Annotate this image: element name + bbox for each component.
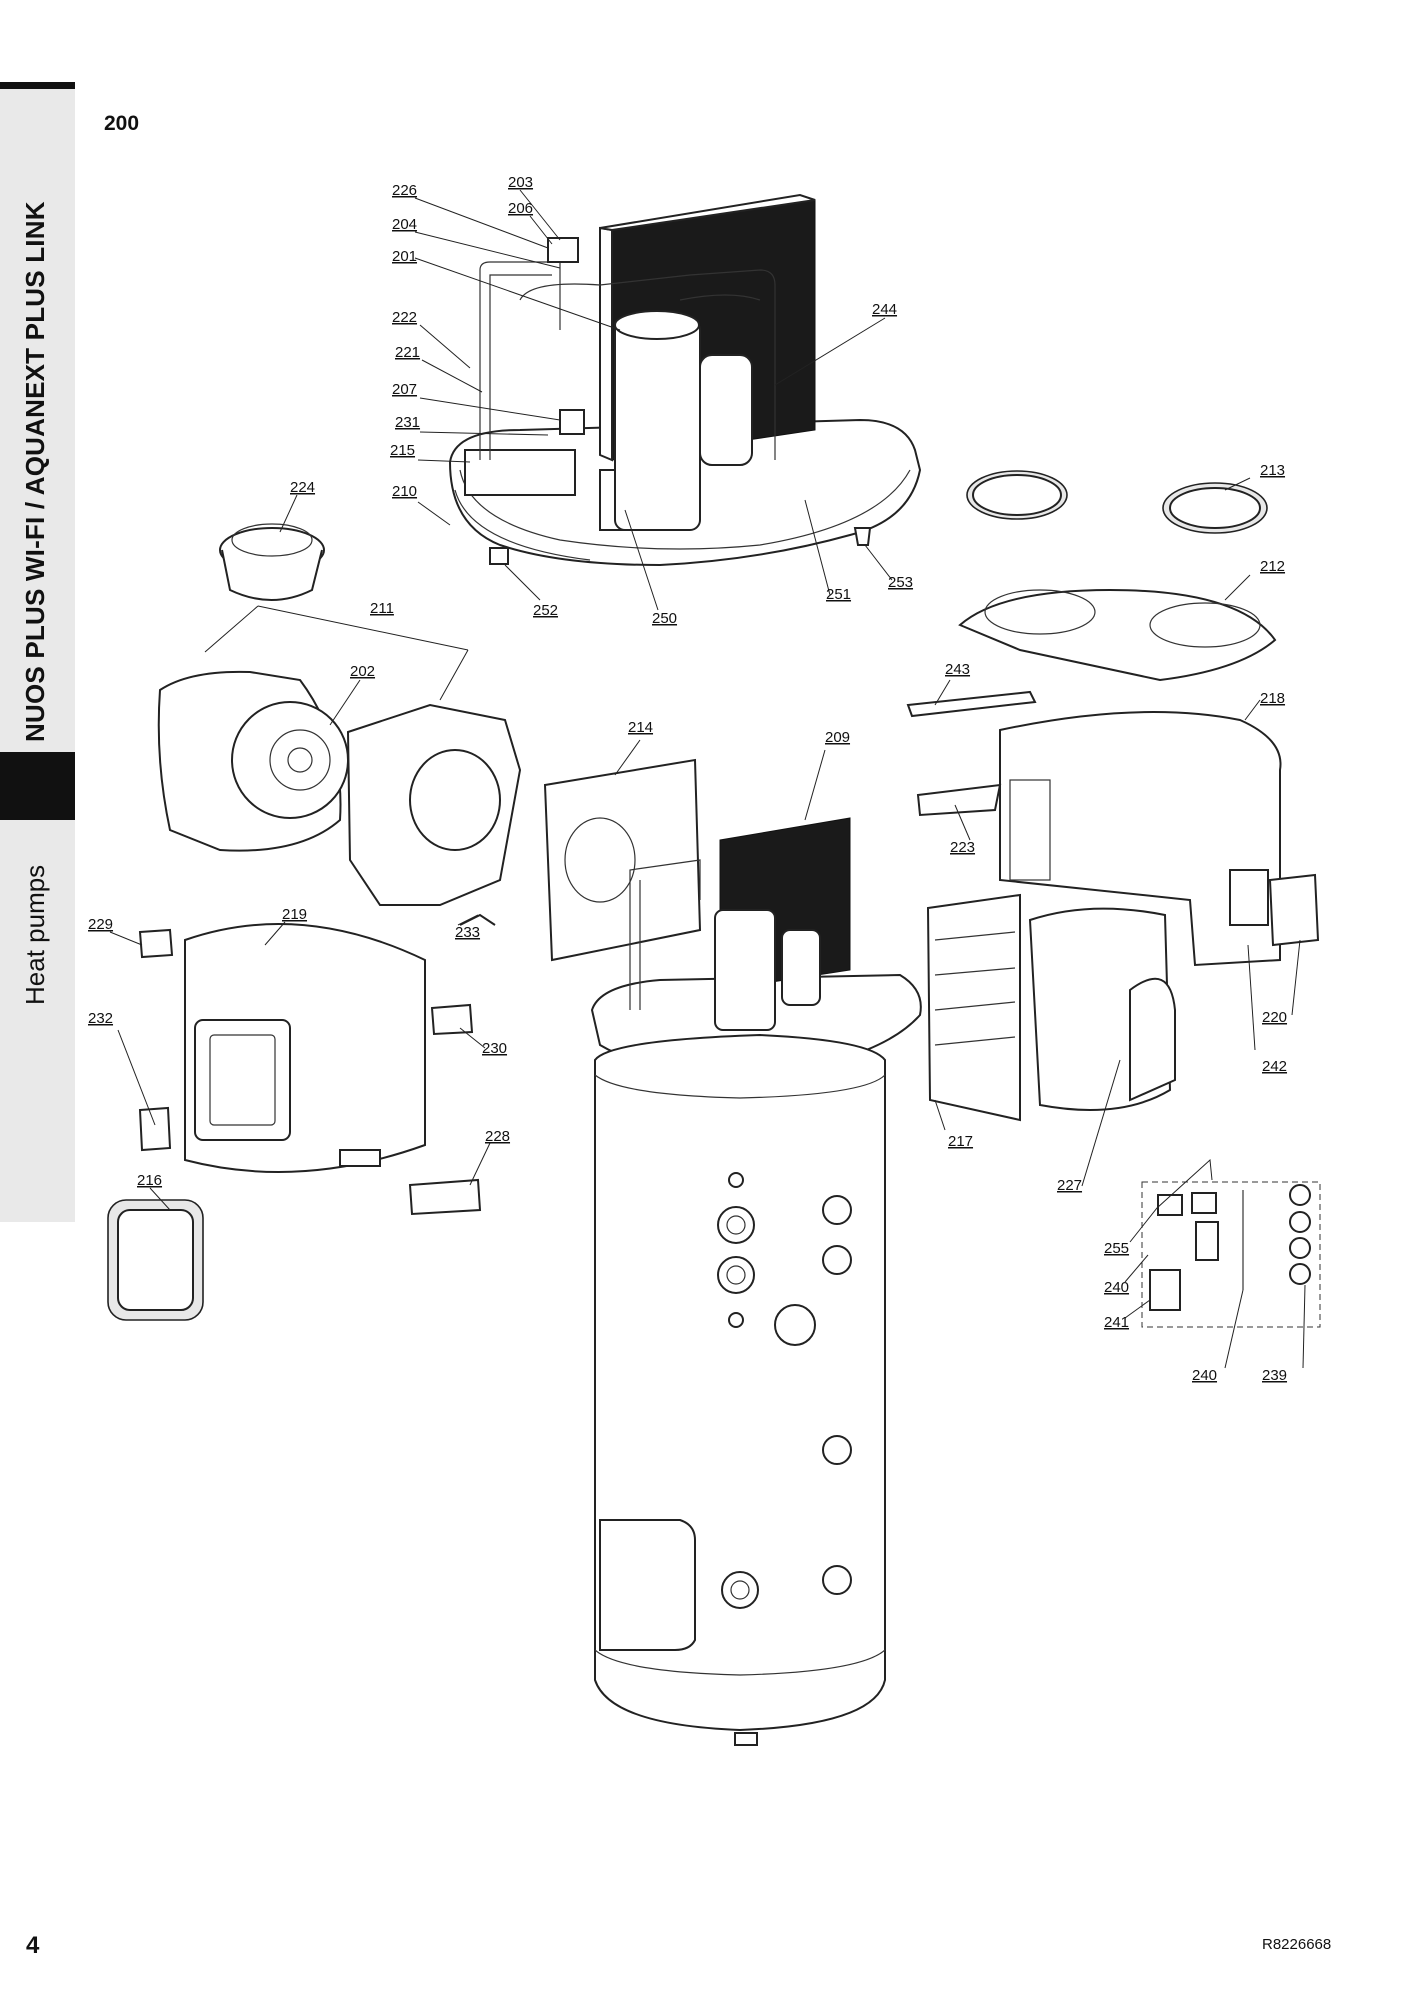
callout-labels: 203 226 206 204 201 244 222 221 207 231 … bbox=[88, 174, 1287, 1384]
label-part-228 bbox=[408, 1178, 482, 1216]
callout-228: 228 bbox=[485, 1128, 510, 1145]
air-duct-227 bbox=[1028, 907, 1176, 1111]
callout-221: 221 bbox=[395, 344, 420, 361]
sidebar-band bbox=[0, 89, 75, 1222]
callout-250: 250 bbox=[652, 610, 677, 627]
sidebar-section-marker bbox=[0, 752, 75, 820]
callout-242: 242 bbox=[1262, 1058, 1287, 1075]
gasket-part-229 bbox=[138, 928, 174, 959]
callout-231: 231 bbox=[395, 414, 420, 431]
mid-frame-panel bbox=[543, 758, 702, 962]
callout-219: 219 bbox=[282, 906, 307, 923]
reference-code: R8226668 bbox=[1262, 1936, 1332, 1953]
callout-241: 241 bbox=[1104, 1314, 1129, 1331]
page-number: 4 bbox=[26, 1932, 40, 1959]
callout-207: 207 bbox=[392, 381, 417, 398]
callout-210: 210 bbox=[392, 483, 417, 500]
leader-lines bbox=[109, 189, 1306, 1369]
gasket-part-232 bbox=[138, 1106, 172, 1152]
sidebar-top-rule bbox=[0, 82, 75, 89]
top-base-assembly bbox=[448, 193, 922, 567]
clip-part bbox=[489, 547, 509, 565]
callout-215: 215 bbox=[390, 442, 415, 459]
top-cover bbox=[958, 588, 1277, 682]
group-bracket-211 bbox=[204, 605, 469, 701]
callout-224: 224 bbox=[290, 479, 315, 496]
label-part-230 bbox=[430, 1003, 474, 1036]
callout-229: 229 bbox=[88, 916, 113, 933]
door-part-220 bbox=[1268, 873, 1320, 947]
callout-239: 239 bbox=[1262, 1367, 1287, 1384]
cable-part-233 bbox=[459, 913, 496, 926]
callout-202: 202 bbox=[350, 663, 375, 680]
callout-240-b: 240 bbox=[1192, 1367, 1217, 1384]
callout-211: 211 bbox=[370, 600, 394, 617]
sidebar bbox=[0, 82, 75, 1222]
callout-255: 255 bbox=[1104, 1240, 1129, 1257]
callout-213: 213 bbox=[1260, 462, 1285, 479]
figure-number: 200 bbox=[104, 112, 140, 135]
callout-240-a: 240 bbox=[1104, 1279, 1129, 1296]
callout-253: 253 bbox=[888, 574, 913, 591]
callout-230: 230 bbox=[482, 1040, 507, 1057]
callout-214: 214 bbox=[628, 719, 653, 736]
callout-226: 226 bbox=[392, 182, 417, 199]
fan-shroud bbox=[346, 703, 522, 906]
callout-233: 233 bbox=[455, 924, 480, 941]
rear-shell-218 bbox=[999, 711, 1282, 967]
callout-227: 227 bbox=[1057, 1177, 1082, 1194]
callout-220: 220 bbox=[1262, 1009, 1287, 1026]
callout-244: 244 bbox=[872, 301, 897, 318]
callout-204: 204 bbox=[392, 216, 417, 233]
callout-243: 243 bbox=[945, 661, 970, 678]
callout-201: 201 bbox=[392, 248, 417, 265]
callout-216: 216 bbox=[137, 1172, 162, 1189]
water-tank bbox=[594, 1033, 886, 1746]
callout-212: 212 bbox=[1260, 558, 1285, 575]
callout-217: 217 bbox=[948, 1133, 973, 1150]
side-panel-217 bbox=[926, 893, 1021, 1122]
callout-222: 222 bbox=[392, 309, 417, 326]
callout-209: 209 bbox=[825, 729, 850, 746]
callout-206: 206 bbox=[508, 200, 533, 217]
bracket-part-223 bbox=[916, 783, 1002, 817]
valve-part bbox=[853, 527, 872, 546]
callout-218: 218 bbox=[1260, 690, 1285, 707]
duct-ring bbox=[219, 523, 325, 601]
fan-grilles bbox=[966, 470, 1268, 534]
callout-251: 251 bbox=[826, 586, 851, 603]
callout-232: 232 bbox=[88, 1010, 113, 1027]
top-bracket-243 bbox=[906, 690, 1037, 718]
fan-housing bbox=[157, 670, 349, 852]
small-parts-kit bbox=[1141, 1181, 1321, 1328]
front-cover bbox=[184, 923, 426, 1173]
callout-252: 252 bbox=[533, 602, 558, 619]
callout-223: 223 bbox=[950, 839, 975, 856]
callout-203: 203 bbox=[508, 174, 533, 191]
